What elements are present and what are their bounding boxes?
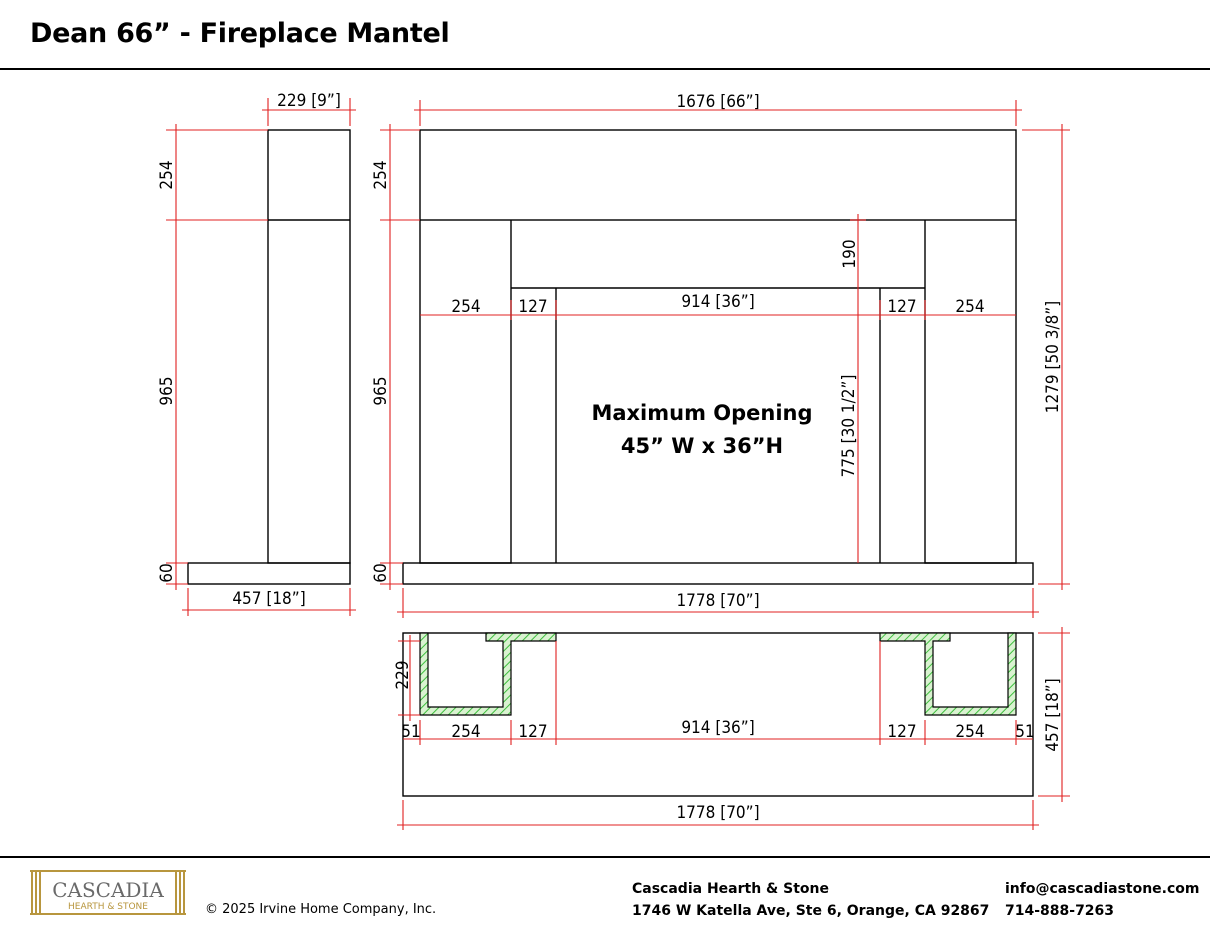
plan-leg-inner-right-label: 127 <box>887 722 916 742</box>
header-divider <box>0 68 1210 70</box>
plan-wall-left-label: 51 <box>401 722 420 742</box>
plan-wall-right-label: 51 <box>1015 722 1034 742</box>
logo-wordmark: CASCADIA <box>52 878 164 902</box>
max-opening-callout-line1: Maximum Opening <box>591 401 812 425</box>
front-right-leg <box>924 220 1017 564</box>
front-top-height-label: 254 <box>371 160 391 189</box>
plan-left-leg-section <box>419 632 557 716</box>
side-width-label: 229 [9”] <box>277 91 341 111</box>
plan-view: 229 51 254 127 914 [36”] 127 254 51 457 … <box>393 627 1070 830</box>
front-overall-height-label: 1279 [50 3/8”] <box>1043 301 1063 414</box>
side-base <box>187 562 351 585</box>
front-dimension-lines <box>380 100 1070 618</box>
side-view: 229 [9”] 254 965 60 457 [18”] <box>157 91 356 616</box>
front-left-leg <box>419 220 512 564</box>
side-pillar <box>267 129 351 564</box>
plan-overall-depth-label: 457 [18”] <box>1043 678 1063 751</box>
max-opening-callout-line2: 45” W x 36”H <box>621 434 783 458</box>
front-body-height-label: 965 <box>371 376 391 405</box>
copyright-text: © 2025 Irvine Home Company, Inc. <box>205 902 437 917</box>
footer-divider <box>0 856 1210 858</box>
front-base <box>402 562 1034 585</box>
cascadia-logo: CASCADIA HEARTH & STONE <box>30 870 186 915</box>
page-title: Dean 66” - Fireplace Mantel <box>30 18 450 49</box>
contact-block: info@cascadiastone.com 714-888-7263 <box>1005 878 1200 922</box>
logo-subtitle: HEARTH & STONE <box>68 902 148 912</box>
side-base-depth-label: 457 [18”] <box>232 589 305 609</box>
front-leg-inner-right-label: 127 <box>887 297 916 317</box>
company-block: Cascadia Hearth & Stone 1746 W Katella A… <box>632 878 989 922</box>
company-name: Cascadia Hearth & Stone <box>632 881 829 897</box>
front-base-width-label: 1778 [70”] <box>676 591 759 611</box>
side-top-height-label: 254 <box>157 160 177 189</box>
side-dimension-lines <box>166 98 356 616</box>
plan-dimension-lines <box>397 627 1070 830</box>
contact-email[interactable]: info@cascadiastone.com <box>1005 881 1200 897</box>
contact-phone[interactable]: 714-888-7263 <box>1005 903 1115 919</box>
side-body-height-label: 965 <box>157 376 177 405</box>
front-shelf <box>419 129 1017 221</box>
front-opening-width-label: 914 [36”] <box>681 292 754 312</box>
plan-base-width-label: 1778 [70”] <box>676 803 759 823</box>
front-overall-width-label: 1676 [66”] <box>676 92 759 112</box>
plan-opening-width-label: 914 [36”] <box>681 718 754 738</box>
front-header-height-label: 190 <box>840 239 860 268</box>
plan-leg-outer-right-label: 254 <box>955 722 984 742</box>
plan-leg-outer-label: 254 <box>451 722 480 742</box>
front-view: 1676 [66”] 254 965 60 1279 [50 3/8”] 190… <box>371 92 1070 618</box>
front-leg-outer-label: 254 <box>451 297 480 317</box>
front-leg-outer-right-label: 254 <box>955 297 984 317</box>
front-base-height-label: 60 <box>371 563 391 582</box>
plan-right-leg-section <box>879 632 1017 716</box>
plan-leg-inner-label: 127 <box>518 722 547 742</box>
front-opening-height-label: 775 [30 1/2”] <box>839 375 859 478</box>
company-address: 1746 W Katella Ave, Ste 6, Orange, CA 92… <box>632 903 990 919</box>
front-leg-inner-label: 127 <box>518 297 547 317</box>
plan-leg-depth-label: 229 <box>393 660 413 689</box>
side-base-height-label: 60 <box>157 563 177 582</box>
